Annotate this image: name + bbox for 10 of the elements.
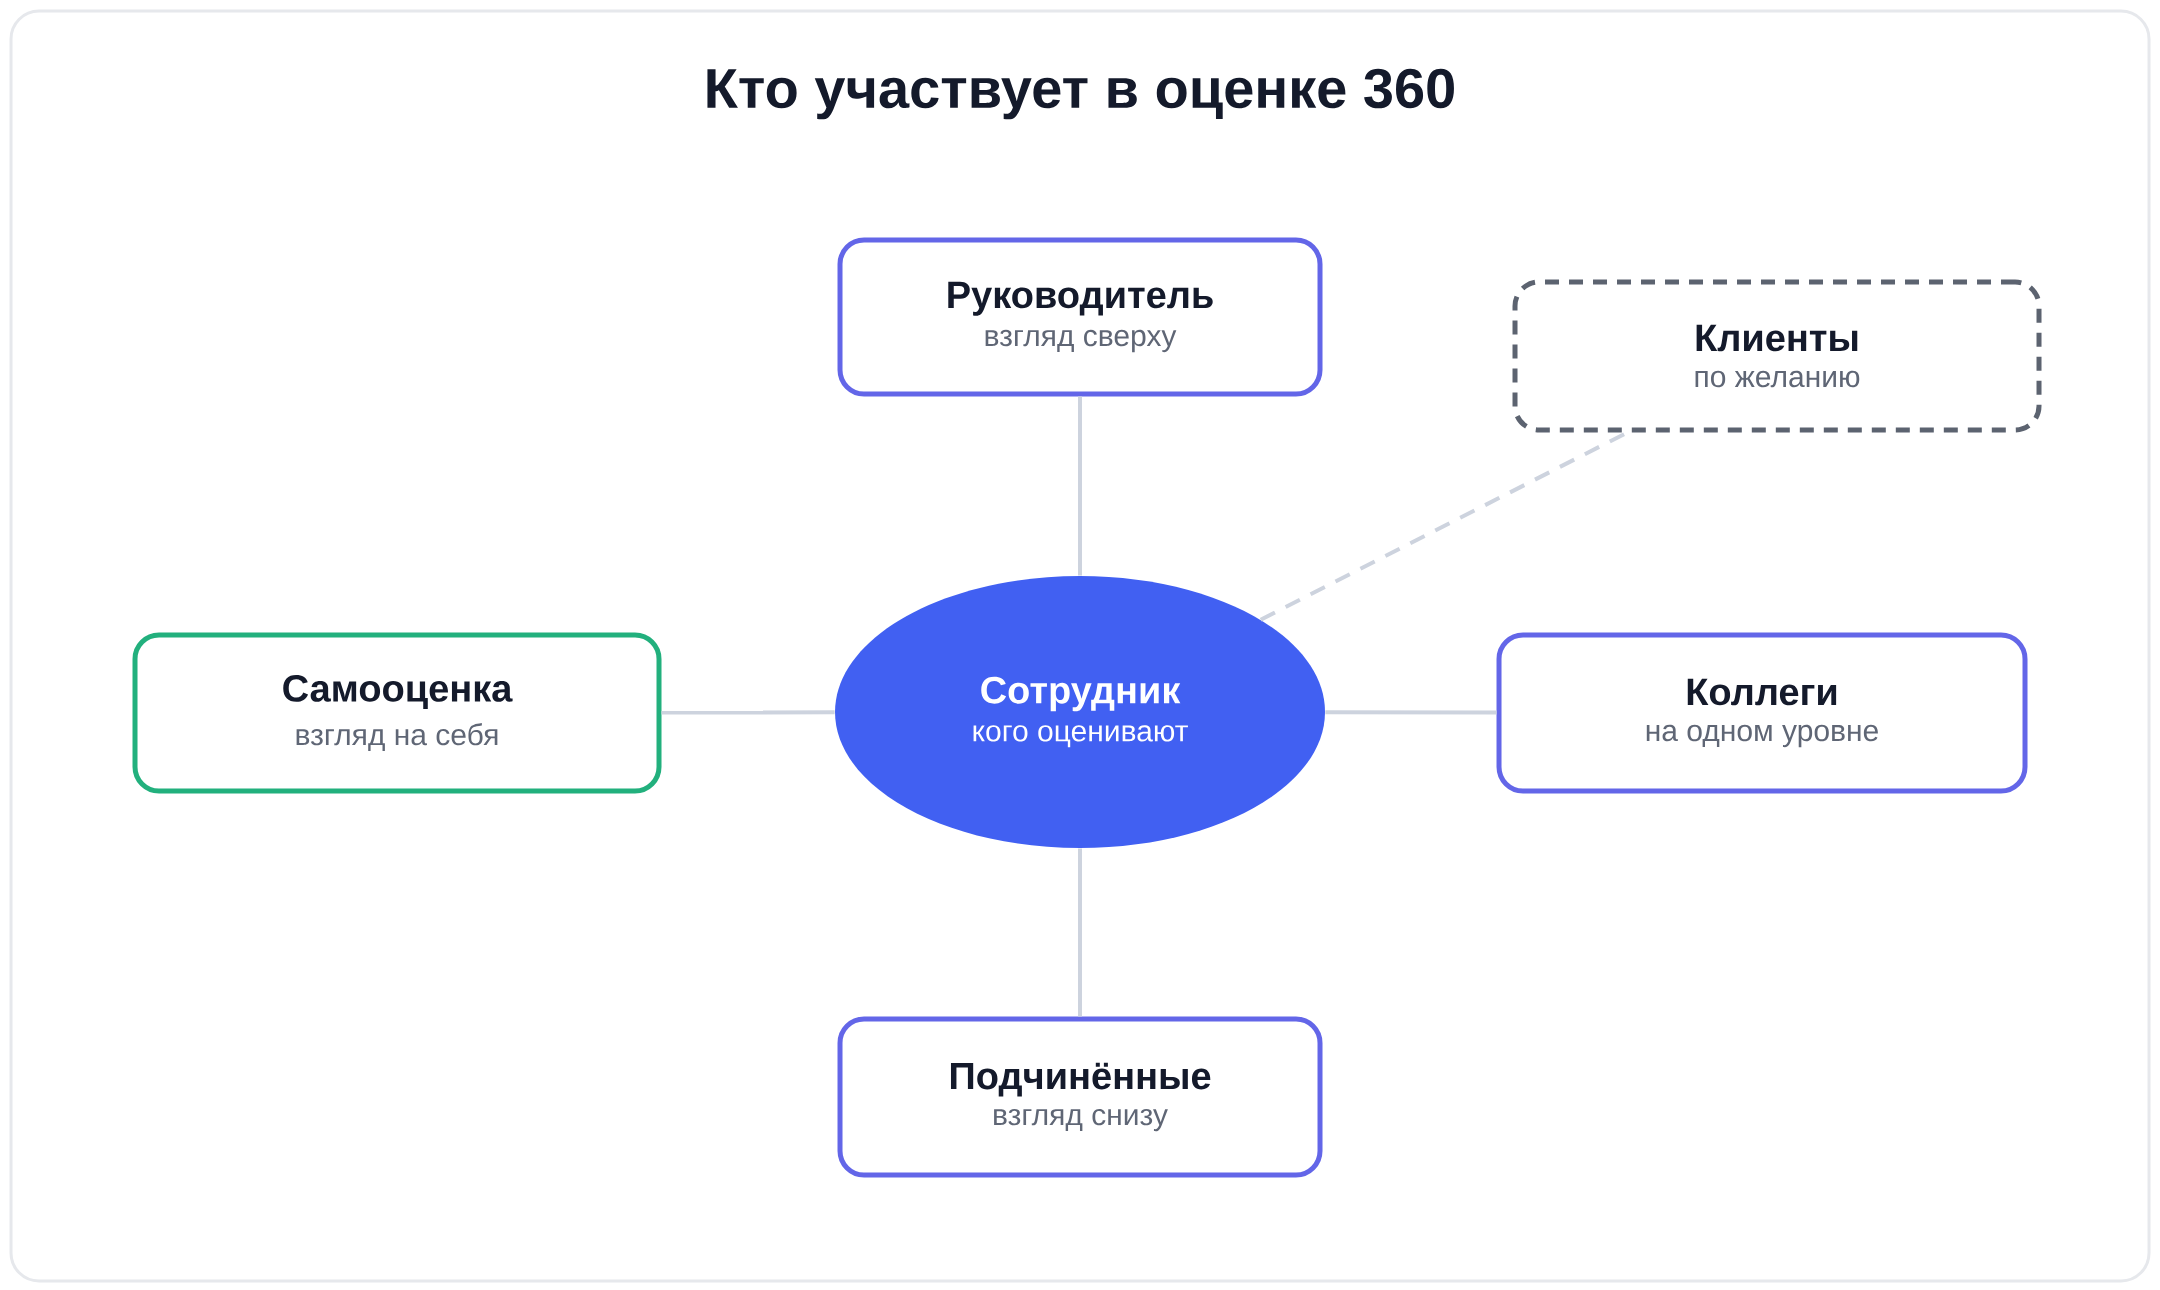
connector-line (1078, 396, 1082, 576)
optional-role-box: Клиенты по желанию (1512, 279, 2042, 433)
role-box: Коллеги на одном уровне (1496, 632, 2028, 794)
role-box: Самооценка взгляд на себя (132, 632, 662, 794)
connector-line (1078, 848, 1082, 1017)
connector-line (661, 710, 835, 715)
title: Кто участвует в оценке 360 (707, 68, 1454, 120)
role-box: Подчинённые взгляд снизу (837, 1016, 1323, 1178)
connector-line (1325, 710, 1497, 715)
role-box: Руководитель взгляд сверху (837, 237, 1323, 397)
